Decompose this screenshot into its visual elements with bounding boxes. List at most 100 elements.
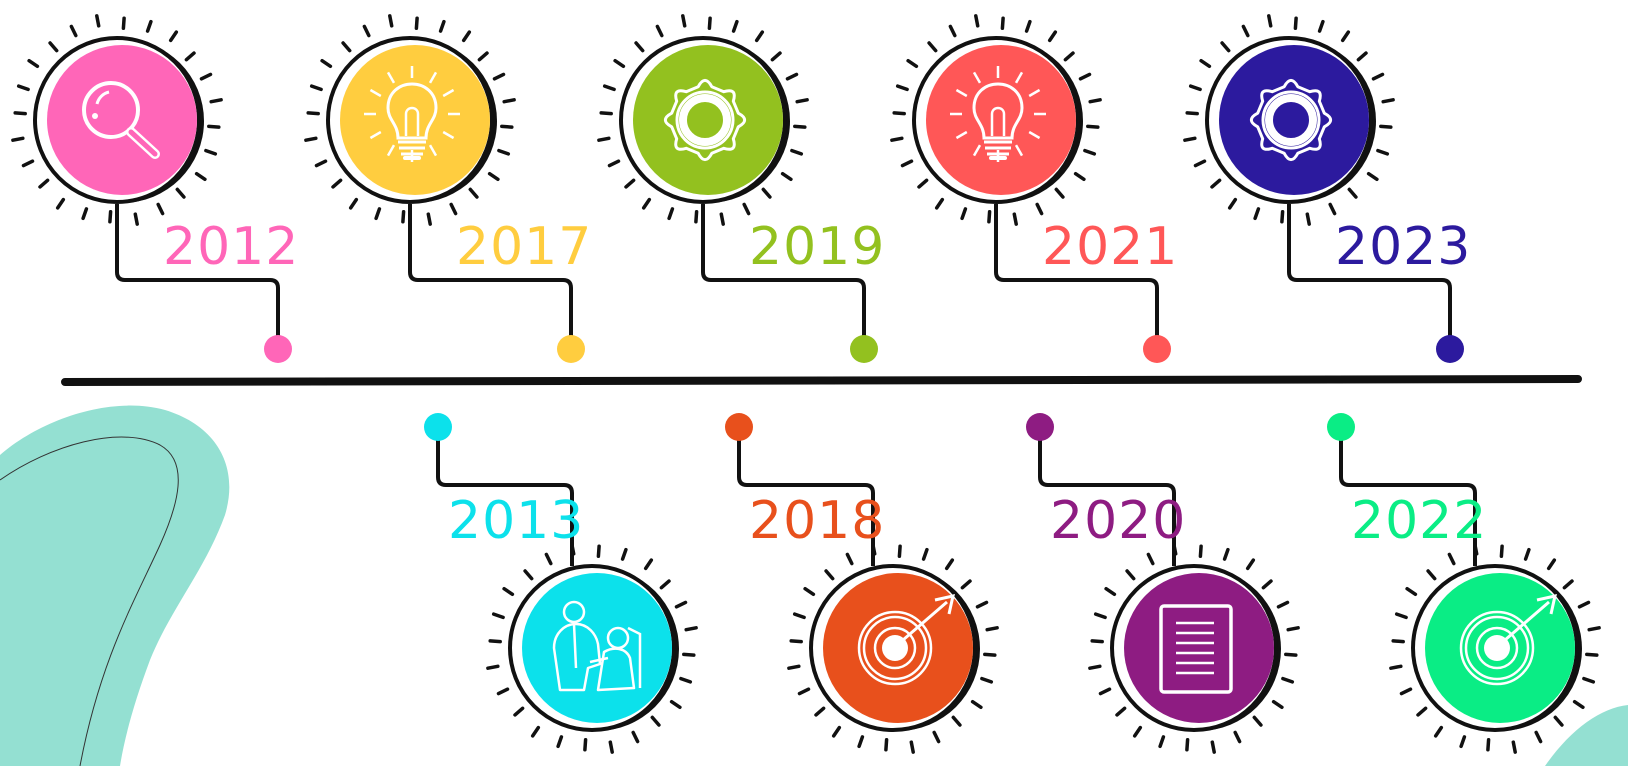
sun-ray	[1241, 24, 1250, 38]
sun-ray	[523, 569, 534, 581]
sun-ray	[583, 738, 588, 752]
sun-ray	[1115, 706, 1127, 717]
sun-ray	[1371, 72, 1385, 81]
sun-ray	[491, 612, 505, 620]
sun-ray	[27, 58, 40, 69]
sun-ray	[401, 210, 406, 224]
sun-ray	[596, 544, 601, 558]
sun-ray	[21, 159, 35, 168]
sun-ray	[1286, 626, 1300, 632]
sun-ray	[1293, 16, 1298, 30]
connector-line	[737, 427, 875, 566]
sun-ray	[1086, 124, 1100, 129]
sun-ray	[934, 197, 945, 210]
sun-ray	[906, 58, 919, 69]
sun-ray	[1098, 687, 1112, 696]
sun-ray	[631, 730, 640, 744]
sun-ray	[1245, 558, 1256, 571]
year-label: 2013	[448, 491, 584, 551]
sun-ray	[1391, 639, 1405, 644]
sun-ray	[486, 664, 500, 670]
sun-ray	[597, 136, 611, 142]
sun-ray	[1054, 187, 1065, 199]
sun-ray	[679, 676, 693, 684]
sun-ray	[1486, 738, 1491, 752]
sun-ray	[1083, 148, 1097, 156]
sun-ray	[1073, 171, 1086, 182]
sun-ray	[1447, 552, 1456, 566]
timeline-marker-dot	[1327, 413, 1355, 441]
sun-ray	[1253, 207, 1261, 221]
sun-ray	[1252, 715, 1263, 727]
sun-ray	[960, 207, 968, 221]
sun-ray	[570, 542, 576, 556]
sun-ray	[331, 178, 343, 189]
sun-ray	[1381, 98, 1395, 104]
sun-ray	[620, 547, 628, 561]
sun-ray	[414, 16, 419, 30]
connector-line	[1339, 427, 1477, 566]
lightbulb-icon	[950, 66, 1046, 162]
timeline-event-2023: 2023	[1183, 14, 1471, 363]
sun-ray	[1572, 699, 1585, 710]
sun-ray	[795, 98, 809, 104]
sun-ray	[921, 547, 929, 561]
sun-ray	[1233, 730, 1242, 744]
sun-ray	[607, 159, 621, 168]
sun-ray	[496, 687, 510, 696]
sun-ray	[477, 51, 489, 62]
sun-ray	[814, 706, 826, 717]
sun-ray	[468, 187, 479, 199]
sun-ray	[951, 715, 962, 727]
timeline-marker-dot	[1026, 413, 1054, 441]
timeline-marker-dot	[424, 413, 452, 441]
sun-ray	[1328, 202, 1337, 216]
sun-ray	[892, 111, 906, 116]
sun-ray	[209, 98, 223, 104]
sun-ray	[184, 51, 196, 62]
connector-line	[436, 427, 574, 566]
timeline-event-2017: 2017	[304, 14, 591, 363]
sun-ray	[1582, 676, 1596, 684]
sun-ray	[55, 197, 66, 210]
sun-ray	[11, 136, 25, 142]
sun-ray	[897, 544, 902, 558]
sun-ray	[544, 552, 553, 566]
sun-ray	[133, 212, 139, 226]
year-label: 2018	[749, 491, 885, 551]
connector-line	[115, 204, 280, 349]
sun-ray	[785, 72, 799, 81]
sun-ray	[1035, 202, 1044, 216]
sun-ray	[556, 735, 564, 749]
timeline-event-2018: 2018	[725, 413, 999, 754]
sun-ray	[871, 542, 877, 556]
timeline-event-2021: 2021	[890, 14, 1177, 363]
sun-ray	[719, 212, 725, 226]
sun-ray	[789, 639, 803, 644]
year-label: 2023	[1335, 217, 1471, 277]
sun-ray	[667, 207, 675, 221]
sun-ray	[1376, 148, 1390, 156]
sun-ray	[927, 41, 938, 53]
sun-ray	[917, 178, 929, 189]
sun-ray	[694, 210, 699, 224]
sun-ray	[1577, 600, 1591, 609]
sun-ray	[348, 197, 359, 210]
sun-ray	[975, 600, 989, 609]
sun-ray	[960, 579, 972, 590]
timeline-marker-dot	[1436, 335, 1464, 363]
sun-ray	[754, 30, 765, 43]
timeline-marker-dot	[850, 335, 878, 363]
sun-ray	[426, 212, 432, 226]
badge-fill	[340, 45, 490, 195]
sun-ray	[669, 699, 682, 710]
sun-ray	[1305, 212, 1311, 226]
sun-ray	[1271, 699, 1284, 710]
sun-ray	[1125, 569, 1136, 581]
sun-ray	[1499, 544, 1504, 558]
sun-ray	[502, 98, 516, 104]
sun-ray	[341, 41, 352, 53]
year-label: 2022	[1351, 491, 1487, 551]
